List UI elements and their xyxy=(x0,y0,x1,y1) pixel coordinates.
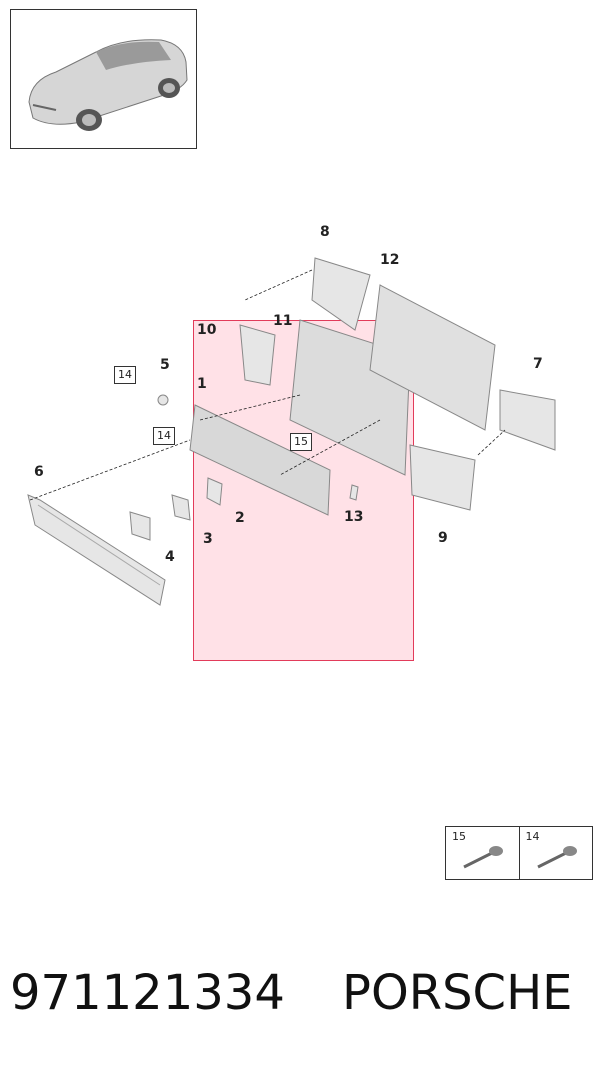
boxed-callout-15: 15 xyxy=(290,433,312,451)
callout-9: 9 xyxy=(438,530,448,546)
legend-number-14: 14 xyxy=(525,830,540,843)
fastener-legend: 15 14 xyxy=(445,826,593,880)
part-5-clip xyxy=(157,394,169,406)
part-4-bracket xyxy=(129,511,151,541)
exploded-parts-diagram xyxy=(27,257,556,606)
boxed-callout-14: 14 xyxy=(114,366,136,384)
callout-3: 3 xyxy=(203,531,213,547)
part-2-bracket xyxy=(206,477,223,506)
callout-11: 11 xyxy=(273,313,293,329)
car-illustration xyxy=(28,39,188,131)
callout-13: 13 xyxy=(344,509,364,525)
part-10-duct xyxy=(239,324,276,386)
boxed-callout-14: 14 xyxy=(153,427,175,445)
callout-10: 10 xyxy=(197,322,217,338)
callout-8: 8 xyxy=(320,224,330,240)
footer: 971121334 PORSCHE xyxy=(10,965,590,1035)
part-8-duct xyxy=(311,257,371,331)
part-number: 971121334 xyxy=(10,965,285,1021)
part-6-grille xyxy=(27,494,166,606)
callout-5: 5 xyxy=(160,357,170,373)
part-12-panel xyxy=(369,284,496,431)
screw-icon xyxy=(536,846,577,869)
vehicle-thumbnail xyxy=(10,9,197,149)
legend-cell-14: 14 xyxy=(520,827,593,879)
callout-2: 2 xyxy=(235,510,245,526)
callout-1: 1 xyxy=(197,376,207,392)
part-9-duct xyxy=(409,444,476,511)
brand-name: PORSCHE xyxy=(342,965,573,1021)
part-3-bracket xyxy=(171,494,191,521)
callout-7: 7 xyxy=(533,356,543,372)
screw-icon xyxy=(463,846,503,869)
legend-number-15: 15 xyxy=(452,830,466,843)
callout-6: 6 xyxy=(34,464,44,480)
part-1-crossmember xyxy=(189,404,331,516)
callout-12: 12 xyxy=(380,252,400,268)
callout-4: 4 xyxy=(165,549,175,565)
part-7-duct xyxy=(499,389,556,451)
part-13-pin xyxy=(349,484,359,501)
legend-cell-15: 15 xyxy=(446,827,520,879)
